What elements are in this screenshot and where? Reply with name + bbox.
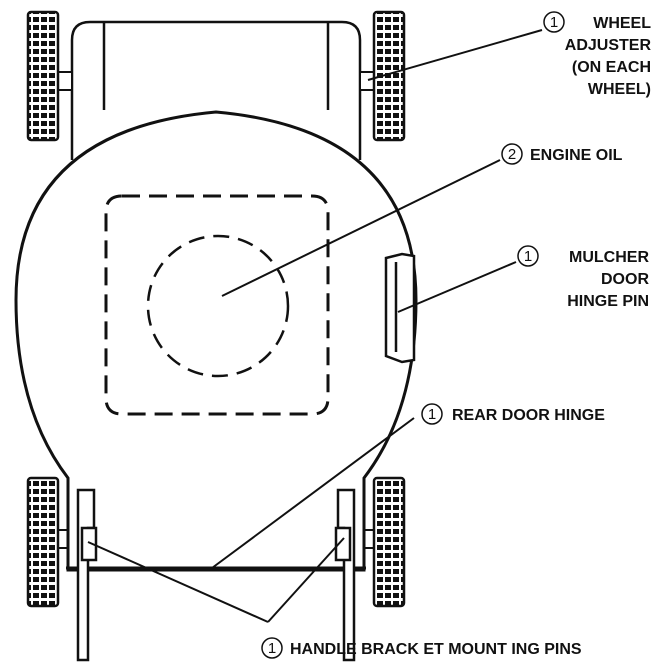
label-line: WHEEL) xyxy=(588,81,651,98)
callout-number: 2 xyxy=(508,146,516,163)
circled-number-icon xyxy=(501,143,523,165)
engine-oil-circle xyxy=(146,234,290,378)
label-line: ADJUSTER xyxy=(565,37,652,54)
callout-engine-oil: 2 ENGINE OIL xyxy=(501,143,623,165)
rear-left-wheel xyxy=(26,476,60,608)
front-left-wheel xyxy=(26,10,60,142)
circled-number-icon xyxy=(517,245,539,267)
callout-rear-door-hinge: 1 REAR DOOR HINGE xyxy=(421,403,605,425)
callout-mulcher-door-hinge-pin: 1 MULCHER DOOR HINGE PIN xyxy=(517,245,649,310)
label-line: DOOR xyxy=(601,271,649,288)
label-line: HINGE PIN xyxy=(567,293,649,310)
rear-right-wheel xyxy=(372,476,406,608)
label-line: WHEEL xyxy=(593,15,651,32)
label-line: HANDLE BRACK ET MOUNT ING PINS xyxy=(290,641,582,658)
mower-deck xyxy=(14,110,418,572)
front-frame xyxy=(70,20,362,160)
callout-number: 1 xyxy=(428,406,436,423)
engine-outline xyxy=(104,194,330,416)
label-line: MULCHER xyxy=(569,249,649,266)
callout-number: 1 xyxy=(524,248,532,265)
circled-number-icon xyxy=(421,403,443,425)
circled-number-icon xyxy=(543,11,565,33)
handle-brackets xyxy=(76,488,356,662)
mulcher-door xyxy=(384,252,416,364)
callout-handle-bracket-mounting-pins: 1 HANDLE BRACK ET MOUNT ING PINS xyxy=(261,637,582,659)
label-line: ENGINE OIL xyxy=(530,147,623,164)
circled-number-icon xyxy=(261,637,283,659)
front-right-wheel xyxy=(372,10,406,142)
label-line: (ON EACH xyxy=(572,59,651,76)
callout-number: 1 xyxy=(268,640,276,657)
callout-wheel-adjuster: 1 WHEEL ADJUSTER (ON EACH WHEEL) xyxy=(543,11,652,98)
callout-number: 1 xyxy=(550,14,558,31)
label-line: REAR DOOR HINGE xyxy=(452,407,605,424)
leader-lines xyxy=(87,29,543,623)
